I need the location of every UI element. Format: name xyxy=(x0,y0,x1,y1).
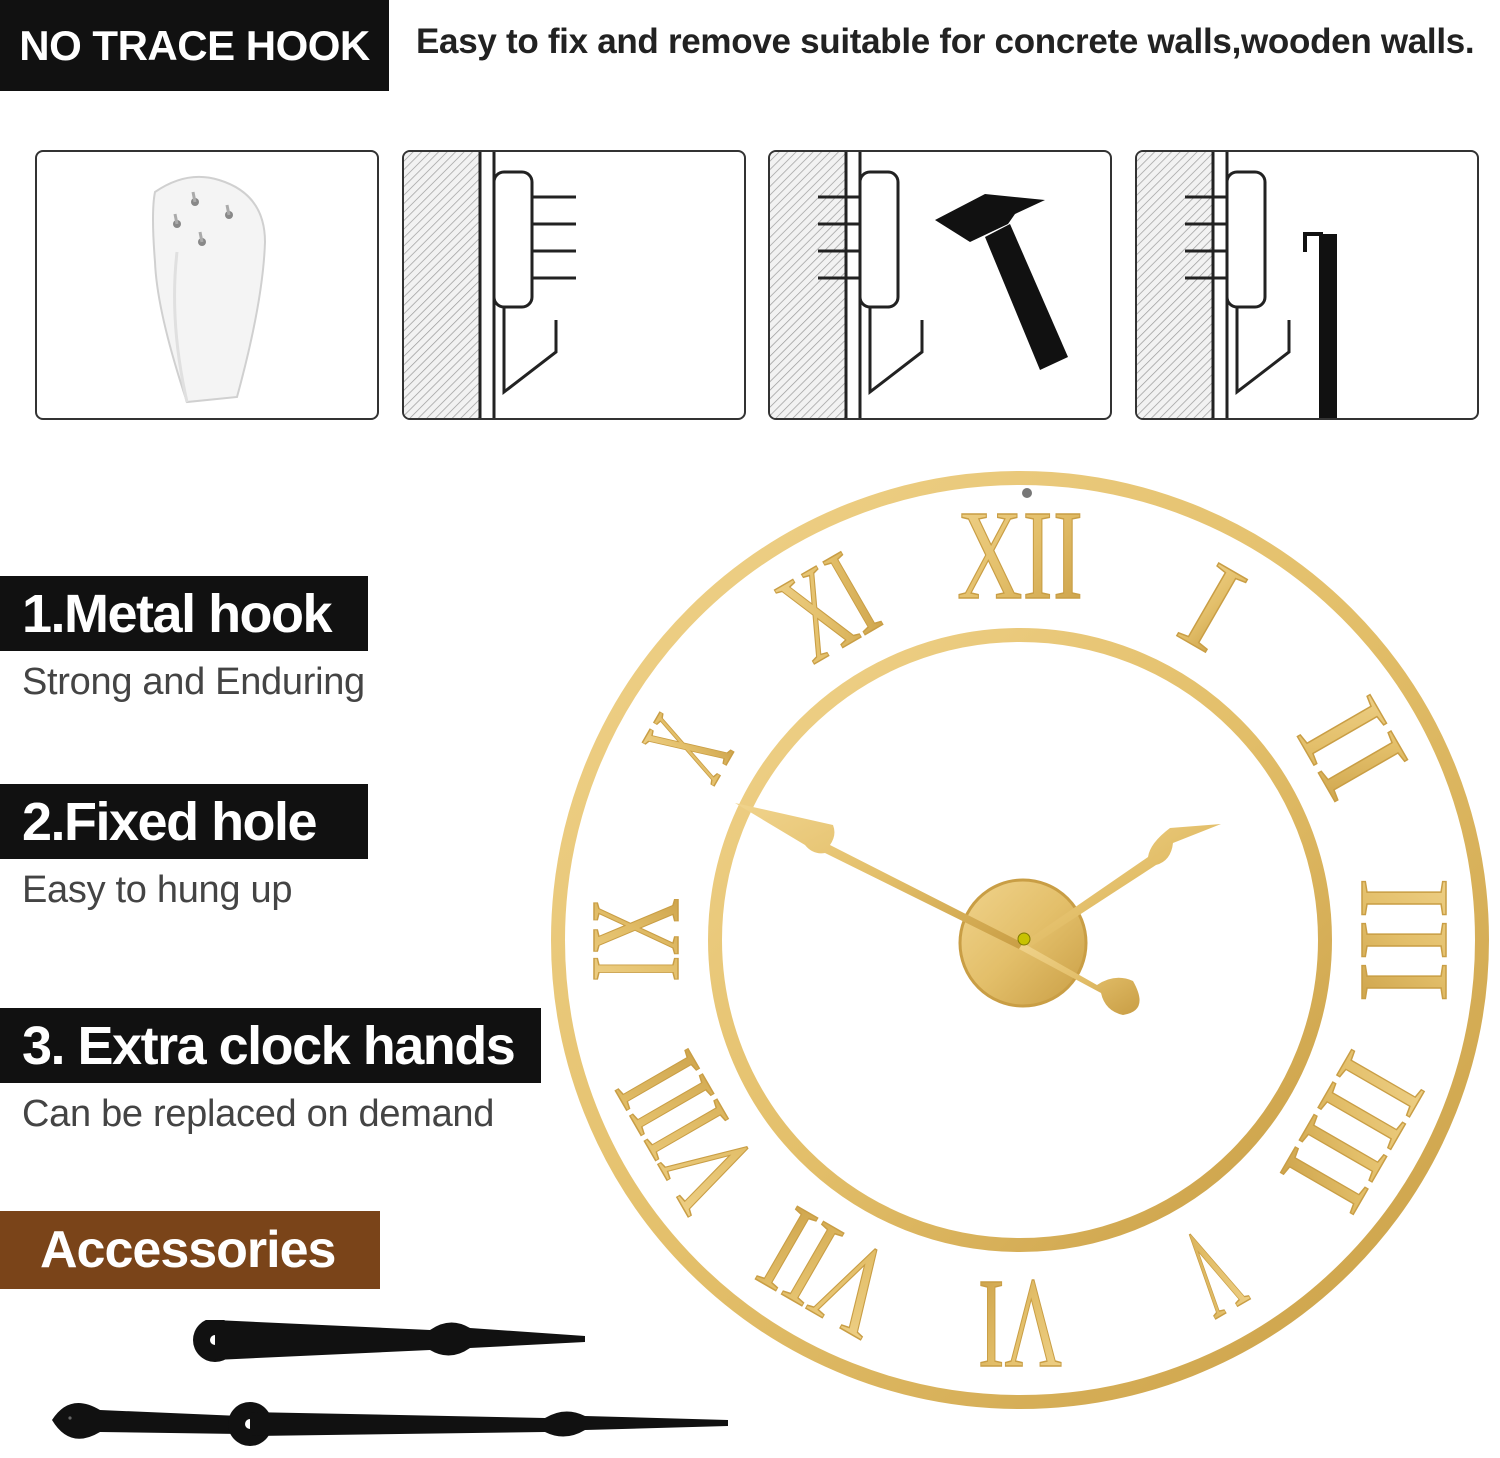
feature-extra-hands: 3. Extra clock hands Can be replaced on … xyxy=(0,1008,541,1136)
clock-numeral: IX xyxy=(564,898,706,982)
feature-subtitle: Easy to hung up xyxy=(22,869,293,911)
spare-hands-image xyxy=(52,1320,728,1446)
clock-numeral: I xyxy=(1159,535,1266,679)
feature-fixed-hole: 2.Fixed hole Easy to hung up xyxy=(0,784,368,912)
feature-title: 1.Metal hook xyxy=(0,576,368,651)
panel-hook xyxy=(35,150,379,420)
clock-numeral: III xyxy=(1334,877,1476,1003)
hanging-frame-icon xyxy=(1137,152,1337,418)
header-description: Easy to fix and remove suitable for conc… xyxy=(416,22,1475,61)
clock-numeral: V xyxy=(1159,1201,1266,1345)
panel-step-place xyxy=(402,150,746,420)
panel-step-hammer xyxy=(768,150,1112,420)
clock-numeral: XII xyxy=(957,484,1083,626)
hook-wall-icon xyxy=(404,152,576,418)
spare-minute-hand xyxy=(193,1320,585,1362)
hammer-icon xyxy=(770,152,1068,418)
clock-numeral: VII xyxy=(737,1180,917,1366)
panel-step-hang xyxy=(1135,150,1479,420)
feature-subtitle: Can be replaced on demand xyxy=(22,1093,495,1135)
spare-hour-hand xyxy=(52,1402,728,1446)
feature-subtitle: Strong and Enduring xyxy=(22,661,365,703)
clock-hands xyxy=(735,803,1221,1015)
feature-title: 3. Extra clock hands xyxy=(0,1008,541,1083)
clock-numeral: IIII xyxy=(1254,1032,1452,1233)
feature-title: 2.Fixed hole xyxy=(0,784,368,859)
accessories-label: Accessories xyxy=(0,1211,380,1289)
header-tag: NO TRACE HOOK xyxy=(0,0,389,91)
feature-metal-hook: 1.Metal hook Strong and Enduring xyxy=(0,576,368,704)
clock-numeral: X xyxy=(615,694,759,801)
plastic-hook-icon xyxy=(152,175,267,404)
clock-numeral: VI xyxy=(978,1254,1062,1396)
clock-numeral: VIII xyxy=(588,1032,786,1233)
